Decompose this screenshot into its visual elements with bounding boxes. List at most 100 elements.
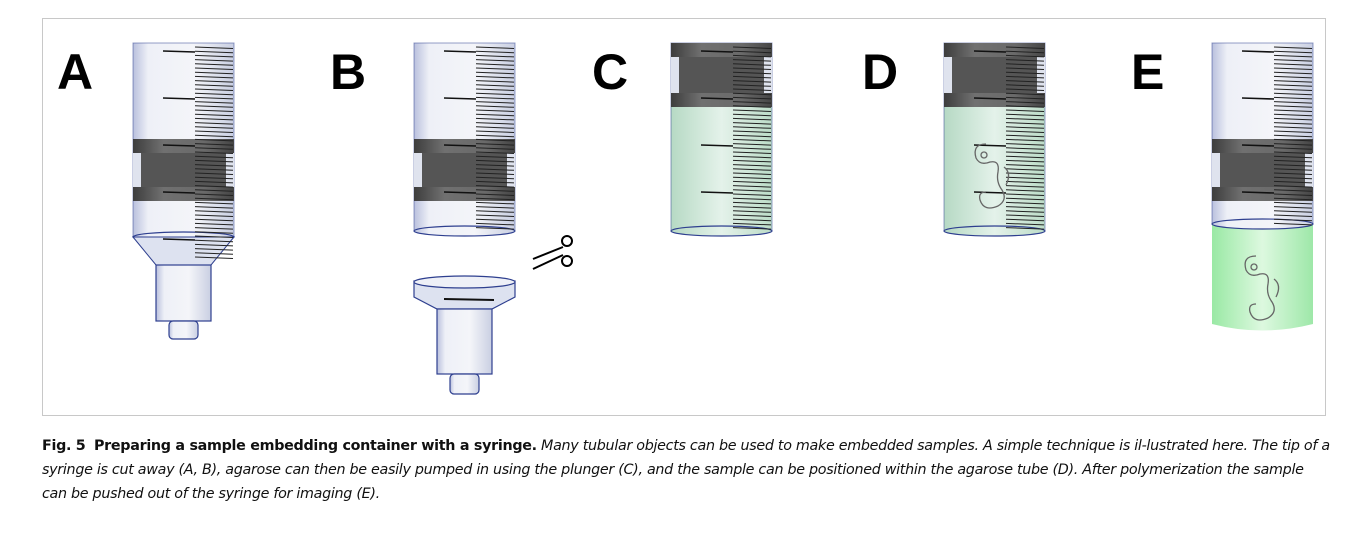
tick-mark: [475, 189, 515, 192]
tick-mark: [732, 155, 772, 159]
tick-mark: [194, 185, 234, 188]
tick-mark: [475, 96, 515, 100]
plunger-groove: [1220, 153, 1305, 187]
tick-mark: [1273, 172, 1313, 175]
tick-mark: [1005, 80, 1045, 83]
tick-mark: [732, 80, 772, 83]
tick-mark: [1273, 222, 1313, 226]
tick-mark: [475, 71, 515, 75]
plunger-groove: [679, 57, 764, 93]
tick-mark: [1273, 96, 1313, 100]
tick-mark: [1273, 193, 1313, 196]
tick-mark: [1005, 222, 1045, 226]
tick-mark: [732, 113, 772, 117]
tick-mark: [732, 96, 772, 100]
major-tick: [973, 50, 1007, 53]
plunger-notch: [764, 57, 772, 93]
tick-mark: [194, 159, 234, 163]
tick-mark: [194, 155, 234, 159]
tick-mark: [194, 231, 234, 234]
tick-mark: [475, 54, 515, 58]
plunger-d: [944, 43, 1045, 107]
plunger-notch: [414, 153, 422, 187]
tick-mark: [732, 172, 772, 175]
tick-mark: [1273, 71, 1313, 75]
major-tick: [973, 97, 1007, 100]
tick-mark: [1005, 84, 1045, 87]
cut-tip-nozzle: [436, 308, 493, 375]
tick-mark: [1273, 189, 1313, 192]
plunger-groove: [141, 153, 226, 187]
tick-mark: [475, 159, 515, 163]
tick-mark: [1273, 92, 1313, 96]
tick-mark: [732, 130, 772, 133]
major-tick: [162, 97, 196, 100]
tick-mark: [732, 218, 772, 222]
tick-mark: [475, 46, 515, 49]
tick-mark: [1005, 71, 1045, 75]
tick-mark: [475, 214, 515, 217]
tick-mark: [475, 101, 515, 104]
tick-mark: [1005, 189, 1045, 192]
tick-mark: [194, 252, 234, 255]
scissors-blade: [532, 254, 564, 270]
tick-mark: [194, 134, 234, 138]
tip-a: [168, 320, 199, 340]
major-tick: [1241, 191, 1275, 194]
tick-mark: [1005, 155, 1045, 159]
scale-b: [443, 46, 515, 230]
plunger-notch: [944, 57, 952, 93]
barrel-e-rim: [1211, 218, 1314, 230]
major-tick: [443, 298, 495, 301]
tick-mark: [194, 248, 234, 251]
tick-mark: [1005, 180, 1045, 184]
scissors-handle: [561, 235, 573, 247]
barrel-b-rim: [413, 225, 516, 237]
embryo-d: [974, 143, 1010, 209]
tick-mark: [475, 172, 515, 175]
tick-mark: [732, 185, 772, 188]
tick-mark: [732, 101, 772, 104]
major-tick: [162, 238, 196, 241]
tick-mark: [732, 159, 772, 163]
tick-mark: [732, 138, 772, 142]
tick-mark: [475, 59, 515, 62]
tick-mark: [475, 222, 515, 226]
tick-mark: [1273, 88, 1313, 91]
tick-mark: [1005, 105, 1045, 108]
tick-mark: [194, 193, 234, 196]
tick-mark: [732, 134, 772, 138]
tick-mark: [475, 180, 515, 184]
major-tick: [443, 50, 477, 53]
tick-mark: [732, 46, 772, 49]
tick-mark: [1005, 113, 1045, 117]
tick-mark: [194, 143, 234, 146]
plunger-notch: [1212, 153, 1220, 187]
tick-mark: [475, 197, 515, 201]
tick-mark: [1273, 201, 1313, 205]
scissors-blade: [532, 246, 564, 260]
tick-mark: [1273, 210, 1313, 213]
panel-label-d: D: [862, 44, 899, 100]
embryo-eye: [980, 151, 988, 159]
major-tick: [1241, 50, 1275, 53]
panel-label-c: C: [592, 44, 629, 100]
tick-mark: [1005, 96, 1045, 100]
tick-mark: [1273, 155, 1313, 159]
tick-mark: [1005, 138, 1045, 142]
tick-mark: [732, 117, 772, 121]
major-tick: [443, 97, 477, 100]
tick-mark: [1005, 214, 1045, 217]
tick-mark: [1273, 80, 1313, 83]
tick-mark: [475, 109, 515, 112]
tick-mark: [1005, 75, 1045, 79]
figure-panel: A B C D E: [42, 18, 1326, 416]
tick-mark: [194, 96, 234, 100]
tick-mark: [194, 214, 234, 217]
tick-mark: [1273, 67, 1313, 70]
tick-mark: [732, 197, 772, 201]
tick-mark: [1005, 50, 1045, 54]
tick-mark: [194, 206, 234, 209]
tick-mark: [475, 134, 515, 138]
tick-mark: [732, 193, 772, 196]
